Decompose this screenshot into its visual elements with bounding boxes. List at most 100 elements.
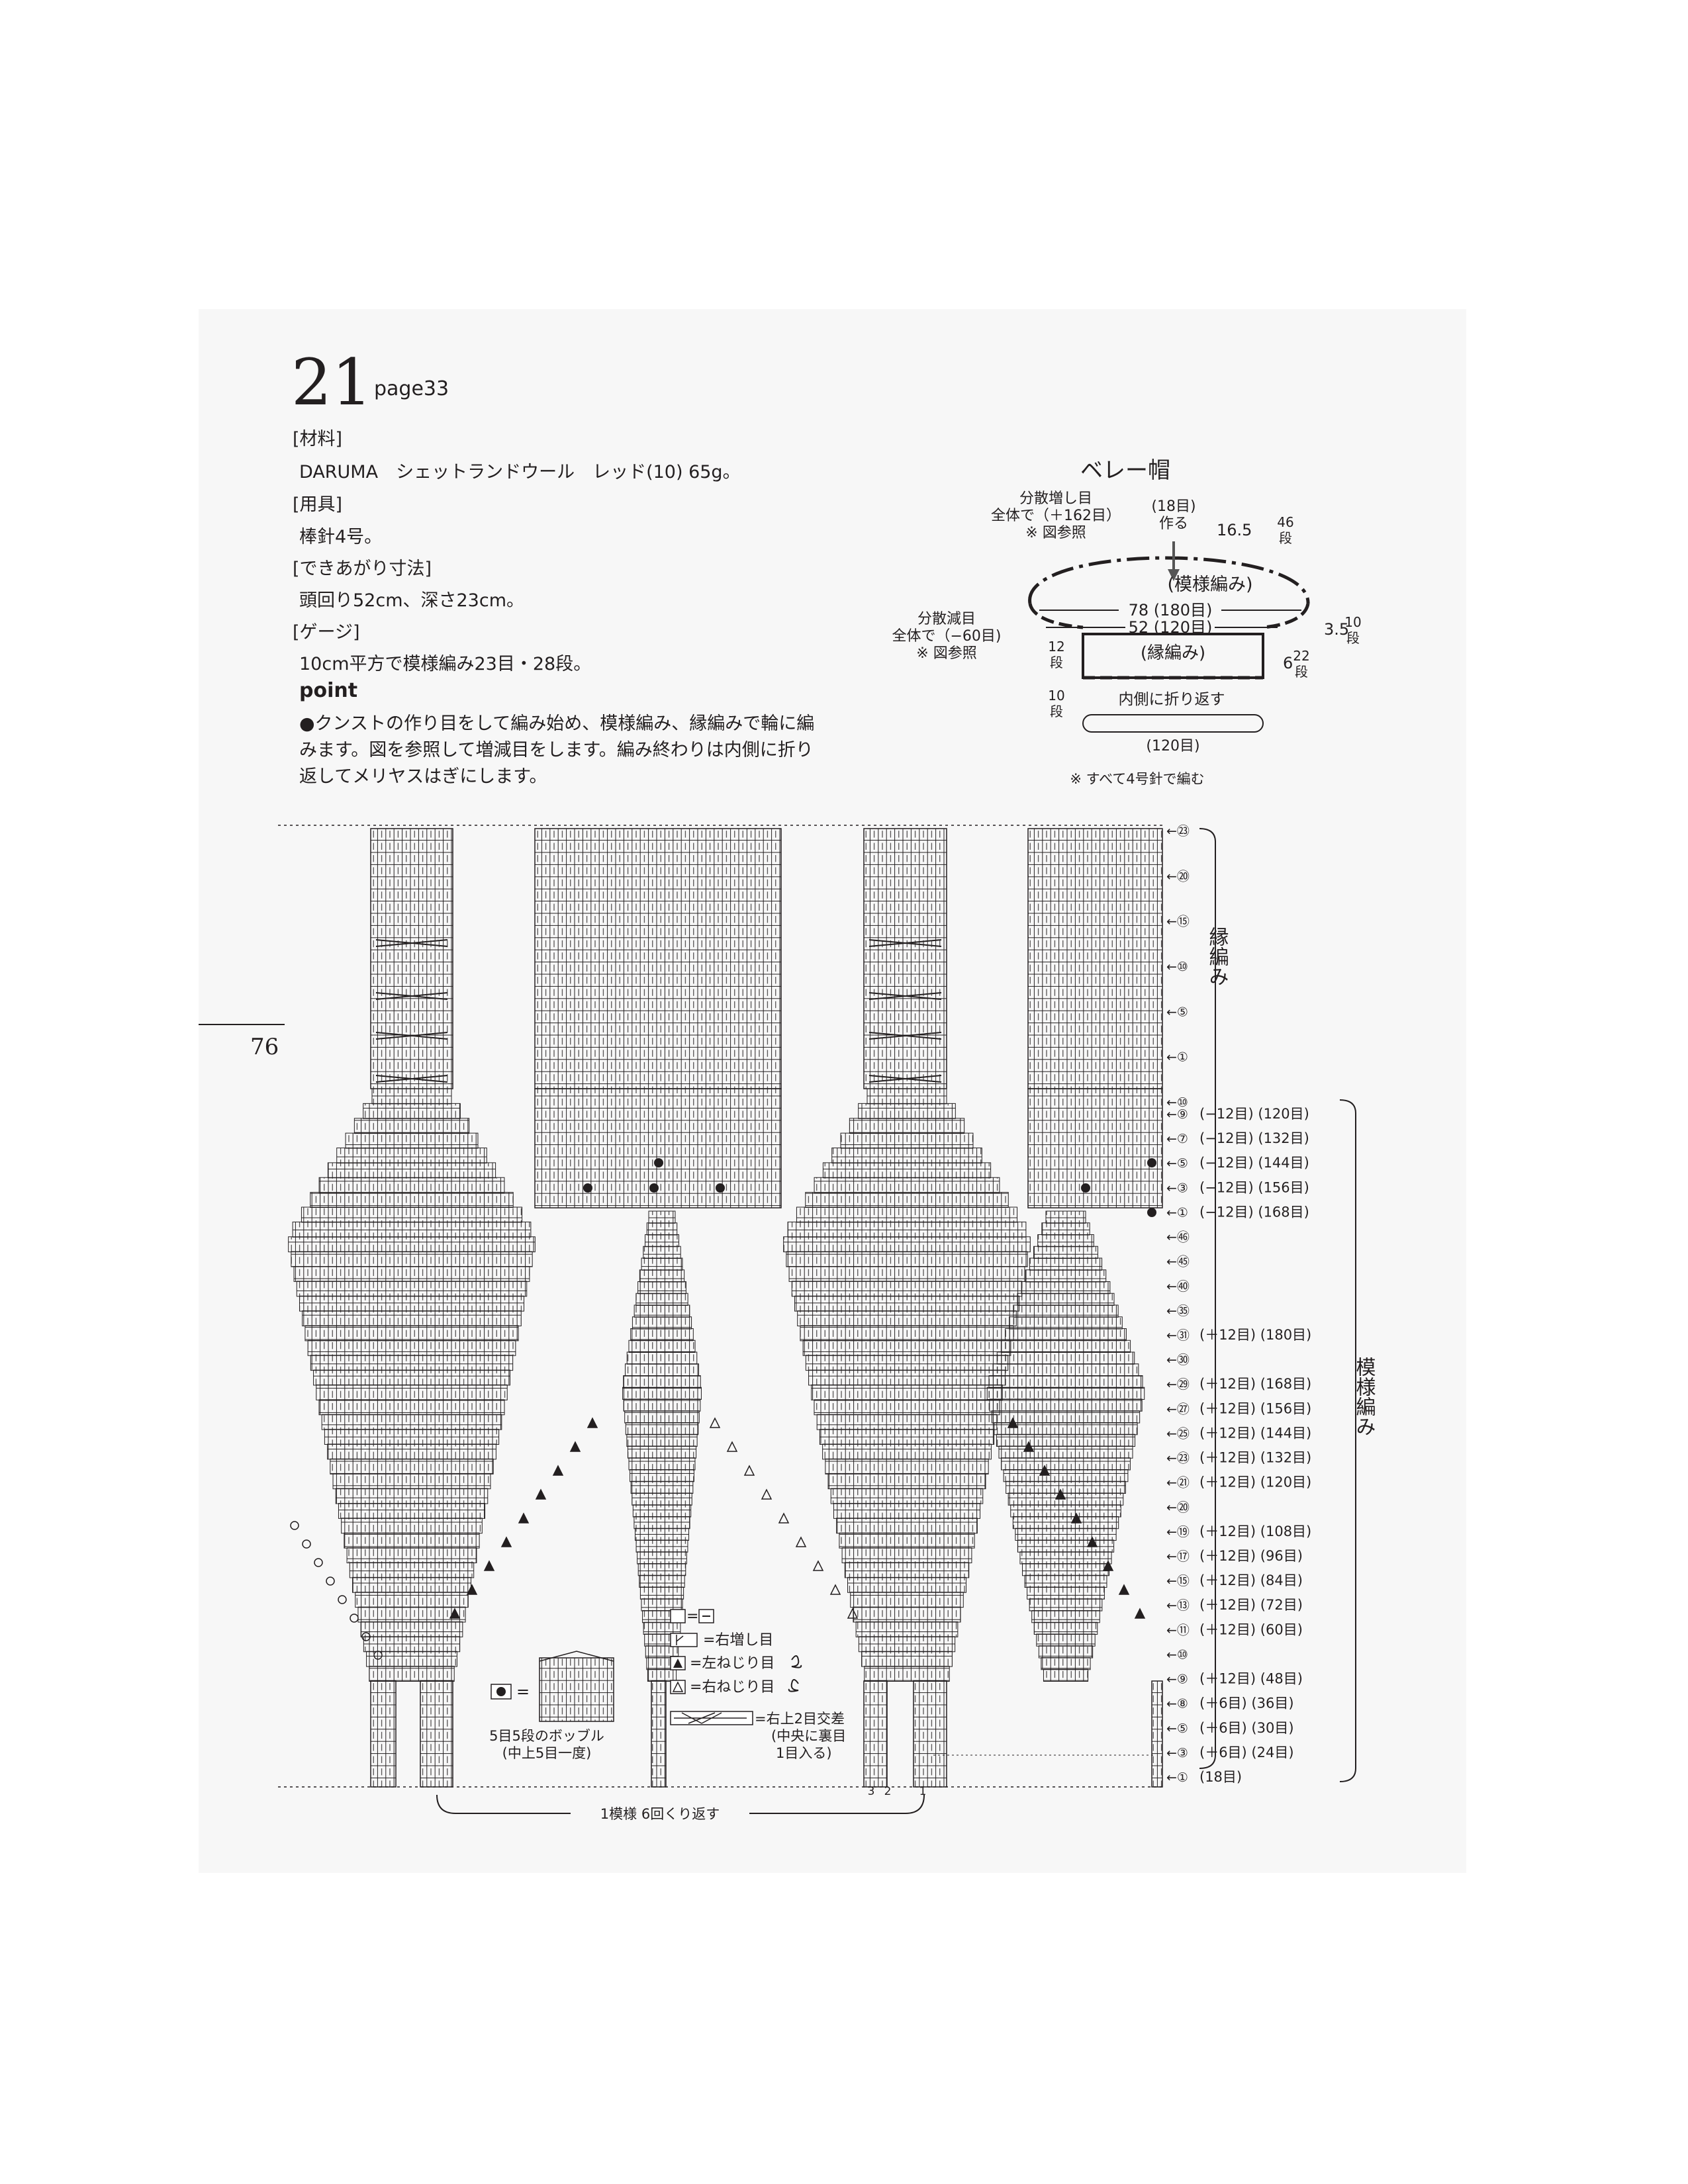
cable-cross-2-1 bbox=[868, 1032, 942, 1040]
pattern-row-mark-14: ←㉓ bbox=[1166, 1451, 1190, 1466]
twist-7 bbox=[743, 1465, 755, 1476]
bobble-label-1: 5目5段のボッブル bbox=[489, 1728, 604, 1744]
pattern-row-count-1: (−12目) (132目) bbox=[1199, 1130, 1309, 1146]
right-inc-label: =右増し目 bbox=[703, 1632, 773, 1649]
bobble-3 bbox=[649, 1183, 659, 1193]
point-line-2: みます。図を参照して増減目をします。編み終わりは内側に折り bbox=[299, 740, 814, 760]
yarn-over-7 bbox=[373, 1651, 383, 1660]
twist-12 bbox=[518, 1512, 530, 1524]
pattern-row-mark-21: ←⑪ bbox=[1166, 1623, 1190, 1637]
border-row-mark-4: ←⑤ bbox=[1166, 1005, 1188, 1019]
yarn-over-4 bbox=[338, 1595, 347, 1604]
twist-16 bbox=[795, 1536, 807, 1547]
cable-label-2: (中央に裏目 bbox=[771, 1728, 846, 1744]
beret-crown-sides bbox=[1028, 603, 1310, 629]
twist-25 bbox=[847, 1608, 859, 1619]
pattern-row-mark-12: ←㉗ bbox=[1166, 1402, 1190, 1416]
twist-22 bbox=[829, 1584, 841, 1595]
twist-2 bbox=[1007, 1417, 1019, 1428]
border-label: (縁編み) bbox=[1141, 643, 1205, 663]
gauge-heading: [ゲージ] bbox=[293, 622, 360, 643]
pattern-row-mark-27: ←① bbox=[1166, 1770, 1188, 1785]
pattern-row-mark-10: ←㉚ bbox=[1166, 1353, 1190, 1367]
pattern-row-count-27: (18目) bbox=[1199, 1769, 1242, 1785]
twist-17 bbox=[1086, 1536, 1098, 1547]
lozenge-panel-2 bbox=[622, 1210, 702, 1682]
border-row-mark-2: ←⑮ bbox=[1166, 915, 1190, 929]
border-column-4 bbox=[1027, 828, 1163, 1089]
cable-label-1: =右上2目交差 bbox=[755, 1711, 845, 1727]
repeat-label: 1模様 6回くり返す bbox=[600, 1806, 720, 1822]
border-bracket bbox=[1199, 828, 1216, 1769]
chart-grid bbox=[288, 828, 1163, 1788]
cable-cross-3-1 bbox=[868, 1075, 942, 1083]
pattern-row-mark-7: ←㊵ bbox=[1166, 1279, 1190, 1294]
chart-symbols bbox=[290, 939, 1156, 1660]
lozenge-panel-4 bbox=[986, 1210, 1145, 1682]
fold-note: 内側に折り返す bbox=[1119, 691, 1225, 708]
pattern-bracket bbox=[1339, 1099, 1356, 1782]
pattern-row-mark-0: ←⑨ bbox=[1166, 1107, 1188, 1122]
size-heading: [できあがり寸法] bbox=[293, 559, 432, 579]
page-number: 76 bbox=[250, 1034, 279, 1060]
left-twist-symbol bbox=[791, 1655, 802, 1668]
point-line-1: ●クンストの作り目をして編み始め、模様編み、縁編みで輪に編 bbox=[299, 713, 815, 734]
left-rows-2-unit: 段 bbox=[1050, 704, 1063, 719]
bobble-7 bbox=[1147, 1158, 1156, 1167]
right-rows-2: 22 bbox=[1293, 648, 1309, 664]
twist-6 bbox=[552, 1465, 564, 1476]
yarn-over-0 bbox=[290, 1521, 299, 1530]
border-row-mark-3: ←⑩ bbox=[1166, 960, 1188, 974]
materials-heading: [材料] bbox=[293, 429, 343, 449]
border-row-mark-5: ←① bbox=[1166, 1050, 1188, 1065]
pattern-label: (模様編み) bbox=[1167, 574, 1252, 595]
start-arrow-head bbox=[1168, 569, 1180, 581]
twist-11 bbox=[1055, 1488, 1066, 1500]
cable-cross-3-0 bbox=[375, 1075, 448, 1083]
page-reference: page33 bbox=[374, 377, 449, 400]
border-column-1 bbox=[370, 828, 453, 1089]
bobble-eq: = bbox=[516, 1682, 530, 1701]
border-row-mark-0: ←㉓ bbox=[1166, 824, 1190, 839]
pattern-row-count-14: (＋12目) (132目) bbox=[1199, 1450, 1311, 1466]
pattern-row-mark-4: ←① bbox=[1166, 1205, 1188, 1220]
lozenge-panel-1 bbox=[288, 1088, 536, 1682]
pattern-row-mark-1: ←⑦ bbox=[1166, 1132, 1188, 1146]
fold-band bbox=[1082, 714, 1264, 733]
decrease-note-1: 分散減目 bbox=[917, 611, 976, 627]
stem-column-5 bbox=[913, 1680, 947, 1788]
point-line-3: 返してメリヤスはぎにします。 bbox=[299, 766, 547, 787]
twist-9 bbox=[535, 1488, 547, 1500]
fold-count: (120目) bbox=[1146, 738, 1199, 754]
left-rows-1: 12 bbox=[1048, 639, 1064, 655]
pattern-row-mark-18: ←⑰ bbox=[1166, 1549, 1190, 1564]
pattern-row-count-19: (＋12目) (84目) bbox=[1199, 1572, 1303, 1588]
chart-pattern-label: 模様編み bbox=[1352, 1357, 1376, 1436]
top-rows-unit: 段 bbox=[1279, 530, 1292, 546]
needle-note: ※ すべて4号針で編む bbox=[1070, 771, 1204, 787]
bobble-6 bbox=[1147, 1208, 1156, 1217]
pattern-row-mark-22: ←⑩ bbox=[1166, 1647, 1188, 1662]
pattern-row-count-12: (＋12目) (156目) bbox=[1199, 1400, 1311, 1416]
twist-3 bbox=[569, 1441, 581, 1452]
border-column-2 bbox=[534, 828, 782, 1089]
pattern-row-count-17: (＋12目) (108目) bbox=[1199, 1524, 1311, 1539]
right-twist-label: =右ねじり目 bbox=[690, 1679, 774, 1696]
right-inc-key bbox=[670, 1633, 698, 1647]
pattern-row-mark-13: ←㉕ bbox=[1166, 1426, 1190, 1441]
pattern-row-count-20: (＋12目) (72目) bbox=[1199, 1597, 1303, 1613]
twist-21 bbox=[466, 1584, 478, 1595]
chart-border-label: 縁編み bbox=[1205, 927, 1229, 986]
twist-23 bbox=[1118, 1584, 1130, 1595]
bobble-4 bbox=[716, 1183, 725, 1193]
left-twist-label: =左ねじり目 bbox=[690, 1655, 774, 1672]
twist-0 bbox=[586, 1417, 598, 1428]
pattern-row-count-11: (＋12目) (168目) bbox=[1199, 1376, 1311, 1392]
pattern-row-mark-15: ←㉑ bbox=[1166, 1476, 1190, 1490]
stem-column-1 bbox=[370, 1680, 397, 1788]
knit-eq: = bbox=[686, 1608, 698, 1625]
folio-rule bbox=[199, 1024, 285, 1025]
twist-5 bbox=[1023, 1441, 1035, 1452]
